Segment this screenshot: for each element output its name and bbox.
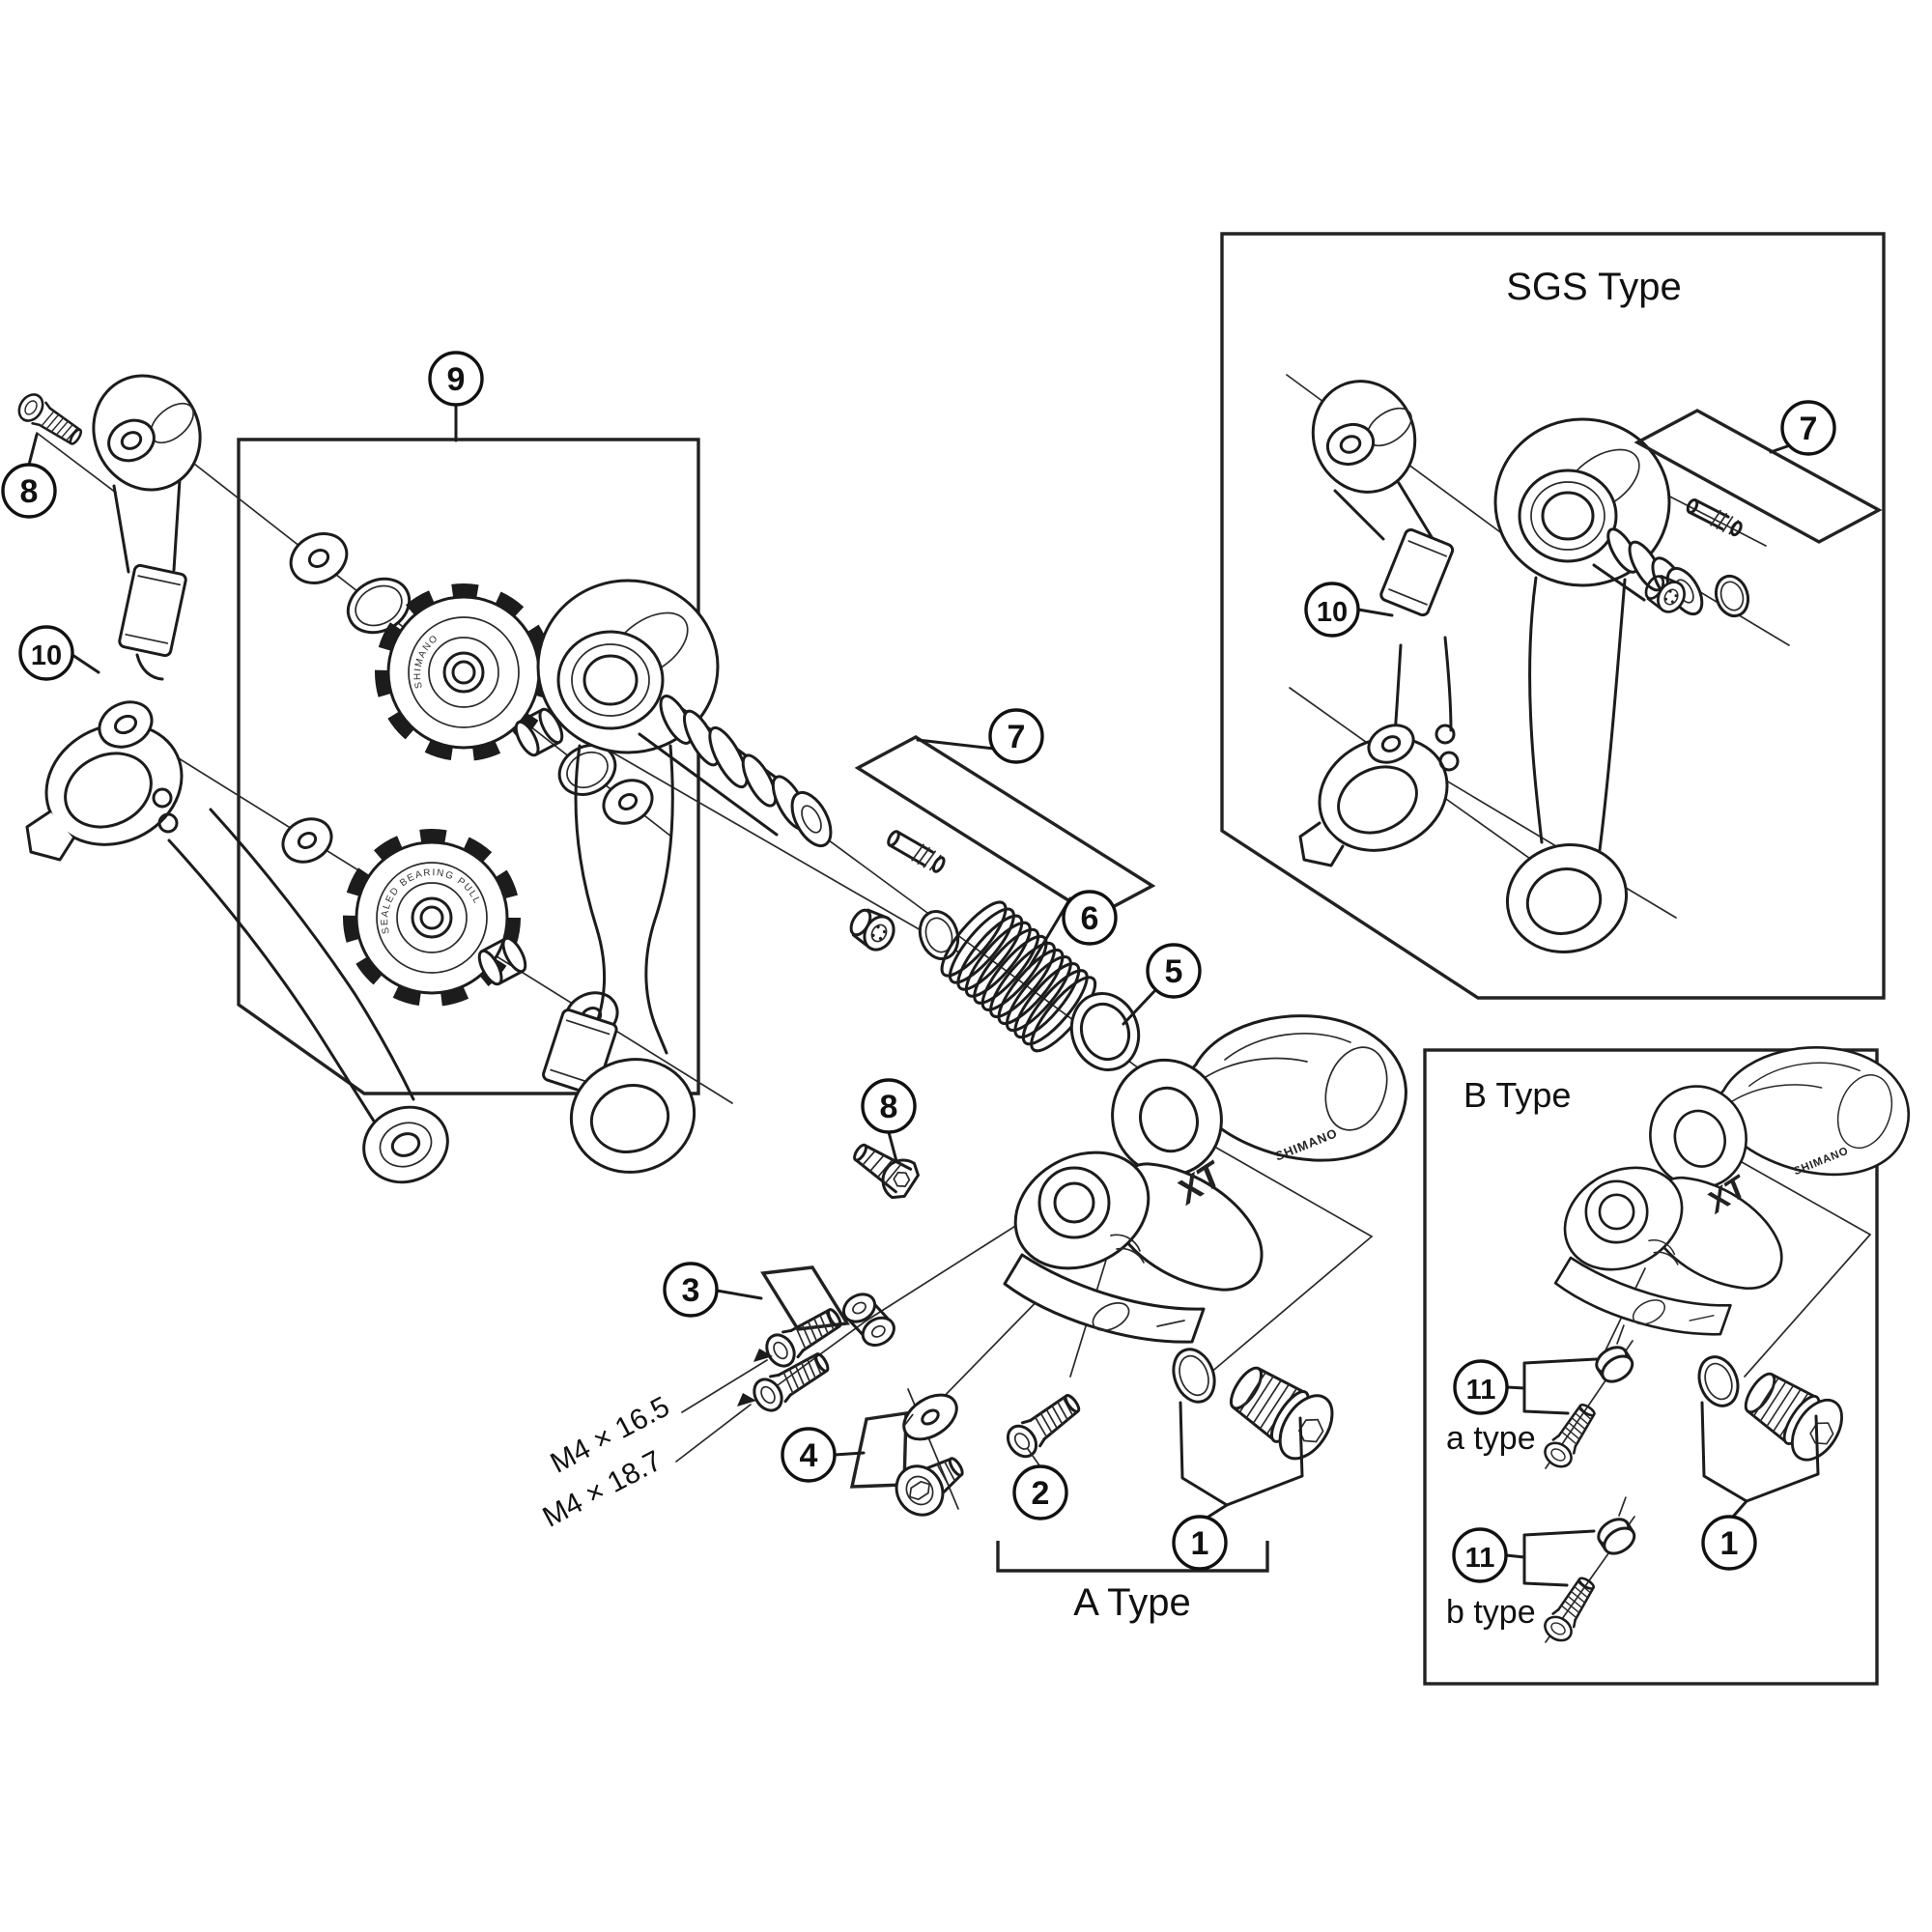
a-type-bracket <box>996 1541 1269 1573</box>
callout-1-a: 1 <box>1172 1515 1228 1571</box>
svg-text:6: 6 <box>1081 900 1099 937</box>
svg-text:3: 3 <box>682 1272 700 1309</box>
b-sub-label: b type <box>1446 1594 1536 1631</box>
outer-plate-assembly-main <box>536 579 1156 1174</box>
callout-1-b: 1 <box>1701 1515 1757 1571</box>
cable-fixing-bolt-group <box>849 1393 964 1517</box>
callout-2: 2 <box>1012 1464 1068 1520</box>
cage-bolt-lower <box>844 1131 924 1205</box>
bracket-axle-unit-b <box>1697 1355 1854 1519</box>
adjusting-screw <box>1000 1386 1087 1463</box>
stopper-b-group: b type <box>1446 1495 1651 1647</box>
outer-plate-assembly-sgs <box>1493 409 1883 953</box>
inner-plate-sgs <box>1298 380 1460 867</box>
cage-plate-outer-left <box>25 700 449 1184</box>
cable-fixing-link <box>841 1293 895 1347</box>
callout-11-b: 11 <box>1452 1527 1508 1583</box>
cage-plate-inner-left <box>92 374 202 681</box>
plug-bolt-main <box>843 901 901 957</box>
cable-bolt-outline <box>849 1411 908 1489</box>
svg-text:11: 11 <box>1466 1375 1496 1406</box>
svg-text:11: 11 <box>1465 1543 1495 1574</box>
pulley-bushing-lower <box>477 936 527 986</box>
spring-cover <box>1069 992 1141 1071</box>
fixing-screws-group <box>747 1265 895 1417</box>
cage-bolt-upper <box>13 388 88 452</box>
sgs-type-box <box>1220 232 1886 1000</box>
callout-3: 3 <box>663 1262 719 1318</box>
svg-text:7: 7 <box>1008 719 1026 755</box>
svg-text:10: 10 <box>1317 597 1348 628</box>
a-sub-label: a type <box>1446 1420 1536 1457</box>
callout-9: 9 <box>428 351 484 407</box>
callout-7-sgs: 7 <box>1780 400 1836 456</box>
svg-text:4: 4 <box>800 1437 818 1474</box>
bracket-axle-unit-a <box>1172 1348 1345 1520</box>
svg-text:1: 1 <box>1191 1525 1209 1562</box>
callout-4: 4 <box>781 1427 837 1483</box>
callouts: 8 10 9 7 6 5 8 3 4 2 1 7 10 11 11 1 <box>1 351 1836 1583</box>
pulley-set-box <box>237 438 700 1095</box>
stopper-a-group: a type <box>1446 1323 1649 1473</box>
svg-text:9: 9 <box>447 361 466 398</box>
svg-text:8: 8 <box>20 473 39 510</box>
derailleur-body-b <box>1546 1045 1911 1336</box>
derailleur-body-main <box>993 1014 1407 1344</box>
callout-10-sgs: 10 <box>1304 582 1360 638</box>
callout-8-lower: 8 <box>861 1078 917 1134</box>
sgs-type-label: SGS Type <box>1506 266 1682 308</box>
outer-plate-group-outline <box>854 735 1156 919</box>
b-type-label: B Type <box>1463 1075 1571 1115</box>
svg-text:8: 8 <box>880 1089 898 1125</box>
callout-11-a: 11 <box>1453 1359 1509 1415</box>
svg-text:1: 1 <box>1720 1525 1739 1562</box>
cable-fixing-bolt <box>895 1457 964 1517</box>
b-type-box <box>1423 1048 1879 1686</box>
a-type-label: A Type <box>1073 1581 1191 1624</box>
callout-7-main: 7 <box>988 708 1044 764</box>
svg-text:5: 5 <box>1165 953 1183 990</box>
svg-text:10: 10 <box>31 640 62 671</box>
callout-8-upper: 8 <box>1 463 57 519</box>
pulley-bushing-upper <box>514 707 564 757</box>
svg-text:7: 7 <box>1800 411 1818 447</box>
cage-pivot-pin-sgs <box>1686 498 1743 537</box>
spec-arrow-lower <box>737 1393 756 1406</box>
screw-spec-labels: M4 × 16.5 M4 × 18.7 <box>538 1349 773 1534</box>
cable-fixing-washer <box>902 1393 958 1441</box>
cage-pivot-pin <box>887 830 946 873</box>
stopper-b-bracket <box>1522 1529 1596 1587</box>
pulley-set: SHIMANO SEALED BEARING PULLEY <box>0 0 654 1041</box>
svg-text:2: 2 <box>1032 1475 1050 1512</box>
spec-arrow-upper <box>753 1349 773 1362</box>
callout-10-left: 10 <box>18 625 74 681</box>
callout-6: 6 <box>1062 890 1118 946</box>
outer-plate-group-outline-sgs <box>1634 409 1883 544</box>
callout-5: 5 <box>1146 943 1202 999</box>
fixing-screws-outline <box>760 1265 850 1331</box>
